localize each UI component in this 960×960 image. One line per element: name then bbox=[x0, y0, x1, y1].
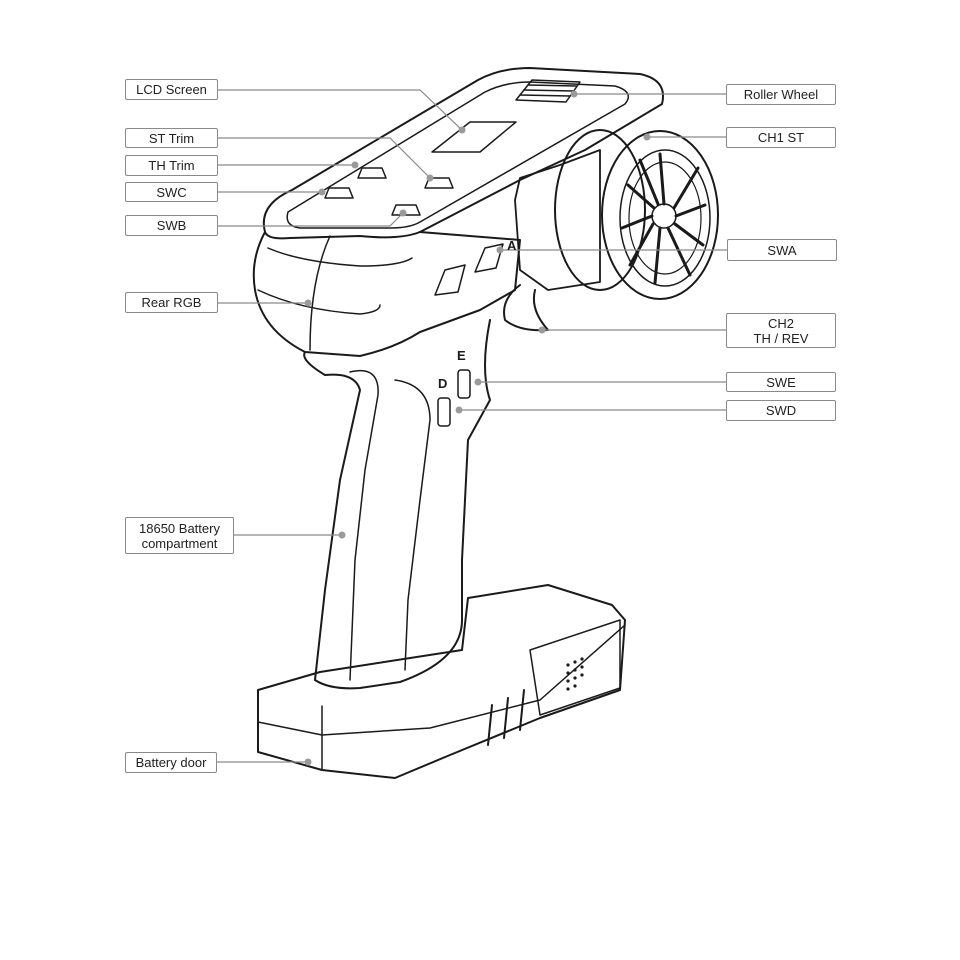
label-text: TH / REV bbox=[753, 330, 809, 346]
swa-switch bbox=[434, 243, 504, 296]
label-battery-compartment: 18650 Battery compartment bbox=[125, 517, 234, 554]
throttle-trigger bbox=[503, 284, 549, 332]
swd-swe-switches bbox=[437, 369, 471, 427]
trim-switches bbox=[324, 167, 454, 216]
speaker-grille bbox=[566, 657, 584, 691]
label-text: Roller Wheel bbox=[743, 87, 819, 102]
base bbox=[257, 584, 626, 779]
label-ch2-th-rev: CH2 TH / REV bbox=[726, 313, 836, 348]
leader-dots bbox=[304, 90, 651, 766]
label-text: SWA bbox=[767, 242, 797, 258]
label-text: CH1 ST bbox=[757, 130, 805, 145]
label-swd: SWD bbox=[726, 400, 836, 421]
label-text: SWB bbox=[156, 218, 187, 233]
label-text: TH Trim bbox=[148, 158, 195, 173]
label-text: SWC bbox=[156, 184, 187, 200]
label-text: SWE bbox=[766, 374, 796, 390]
label-swb: SWB bbox=[125, 215, 218, 236]
body-front bbox=[252, 231, 521, 357]
roller-wheel bbox=[515, 79, 581, 103]
marking-e: E bbox=[457, 348, 466, 363]
label-text: LCD Screen bbox=[136, 82, 207, 97]
marking-a: A bbox=[507, 238, 517, 253]
label-text: 18650 Battery bbox=[139, 520, 220, 536]
label-ch1-st: CH1 ST bbox=[726, 127, 836, 148]
label-th-trim: TH Trim bbox=[125, 155, 218, 176]
label-swc: SWC bbox=[125, 182, 218, 202]
top-deck-inner bbox=[286, 81, 630, 229]
label-rear-rgb: Rear RGB bbox=[125, 292, 218, 313]
label-swe: SWE bbox=[726, 372, 836, 392]
lcd-screen bbox=[431, 121, 517, 153]
label-swa: SWA bbox=[727, 239, 837, 261]
top-deck bbox=[262, 67, 664, 240]
label-roller-wheel: Roller Wheel bbox=[726, 84, 836, 105]
label-text: CH2 bbox=[767, 315, 794, 331]
label-lcd-screen: LCD Screen bbox=[125, 79, 218, 100]
marking-d: D bbox=[438, 376, 447, 391]
leader-lines bbox=[217, 89, 727, 763]
label-text: Rear RGB bbox=[141, 295, 202, 310]
label-text: Battery door bbox=[135, 755, 207, 770]
label-battery-door: Battery door bbox=[125, 752, 217, 773]
grip bbox=[303, 319, 491, 690]
wheel-housing bbox=[514, 149, 601, 291]
label-text: SWD bbox=[765, 403, 797, 418]
label-st-trim: ST Trim bbox=[125, 128, 218, 148]
label-text: compartment bbox=[141, 535, 218, 551]
label-text: ST Trim bbox=[148, 130, 195, 146]
steering-wheel bbox=[554, 129, 719, 300]
